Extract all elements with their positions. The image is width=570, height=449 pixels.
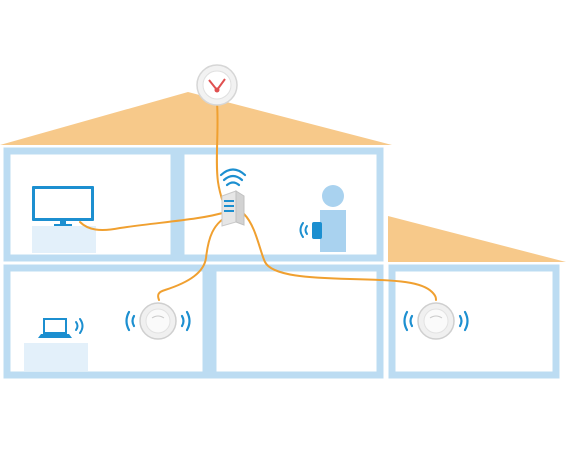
side-roof [388, 216, 566, 262]
router-wifi-icon [219, 168, 247, 187]
house-walls [3, 147, 560, 379]
desk [24, 343, 88, 371]
room-lower-left [3, 264, 210, 379]
main-roof [0, 92, 392, 145]
laptop-icon [38, 318, 72, 338]
cable-router-ap-right [243, 213, 437, 301]
cable-router-tv [79, 211, 227, 231]
room-upper-left [3, 147, 178, 262]
person-icon [312, 185, 346, 252]
access-point-wifi-icon [125, 310, 191, 332]
laptop-wifi-icon [75, 318, 84, 334]
tv-icon [32, 186, 94, 226]
tv-cabinet [32, 226, 96, 253]
cable-router-ap-left [157, 213, 233, 301]
network-cables [79, 102, 437, 301]
room-annex [388, 264, 560, 379]
router-icon [221, 190, 245, 227]
satellite-dish-icon [196, 64, 238, 106]
room-lower-middle [209, 264, 384, 379]
access-point-icon [139, 302, 177, 340]
access-point-icon [417, 302, 455, 340]
room-upper-right [177, 147, 384, 262]
access-point-wifi-icon [403, 310, 469, 332]
phone-wifi-icon [299, 222, 308, 238]
